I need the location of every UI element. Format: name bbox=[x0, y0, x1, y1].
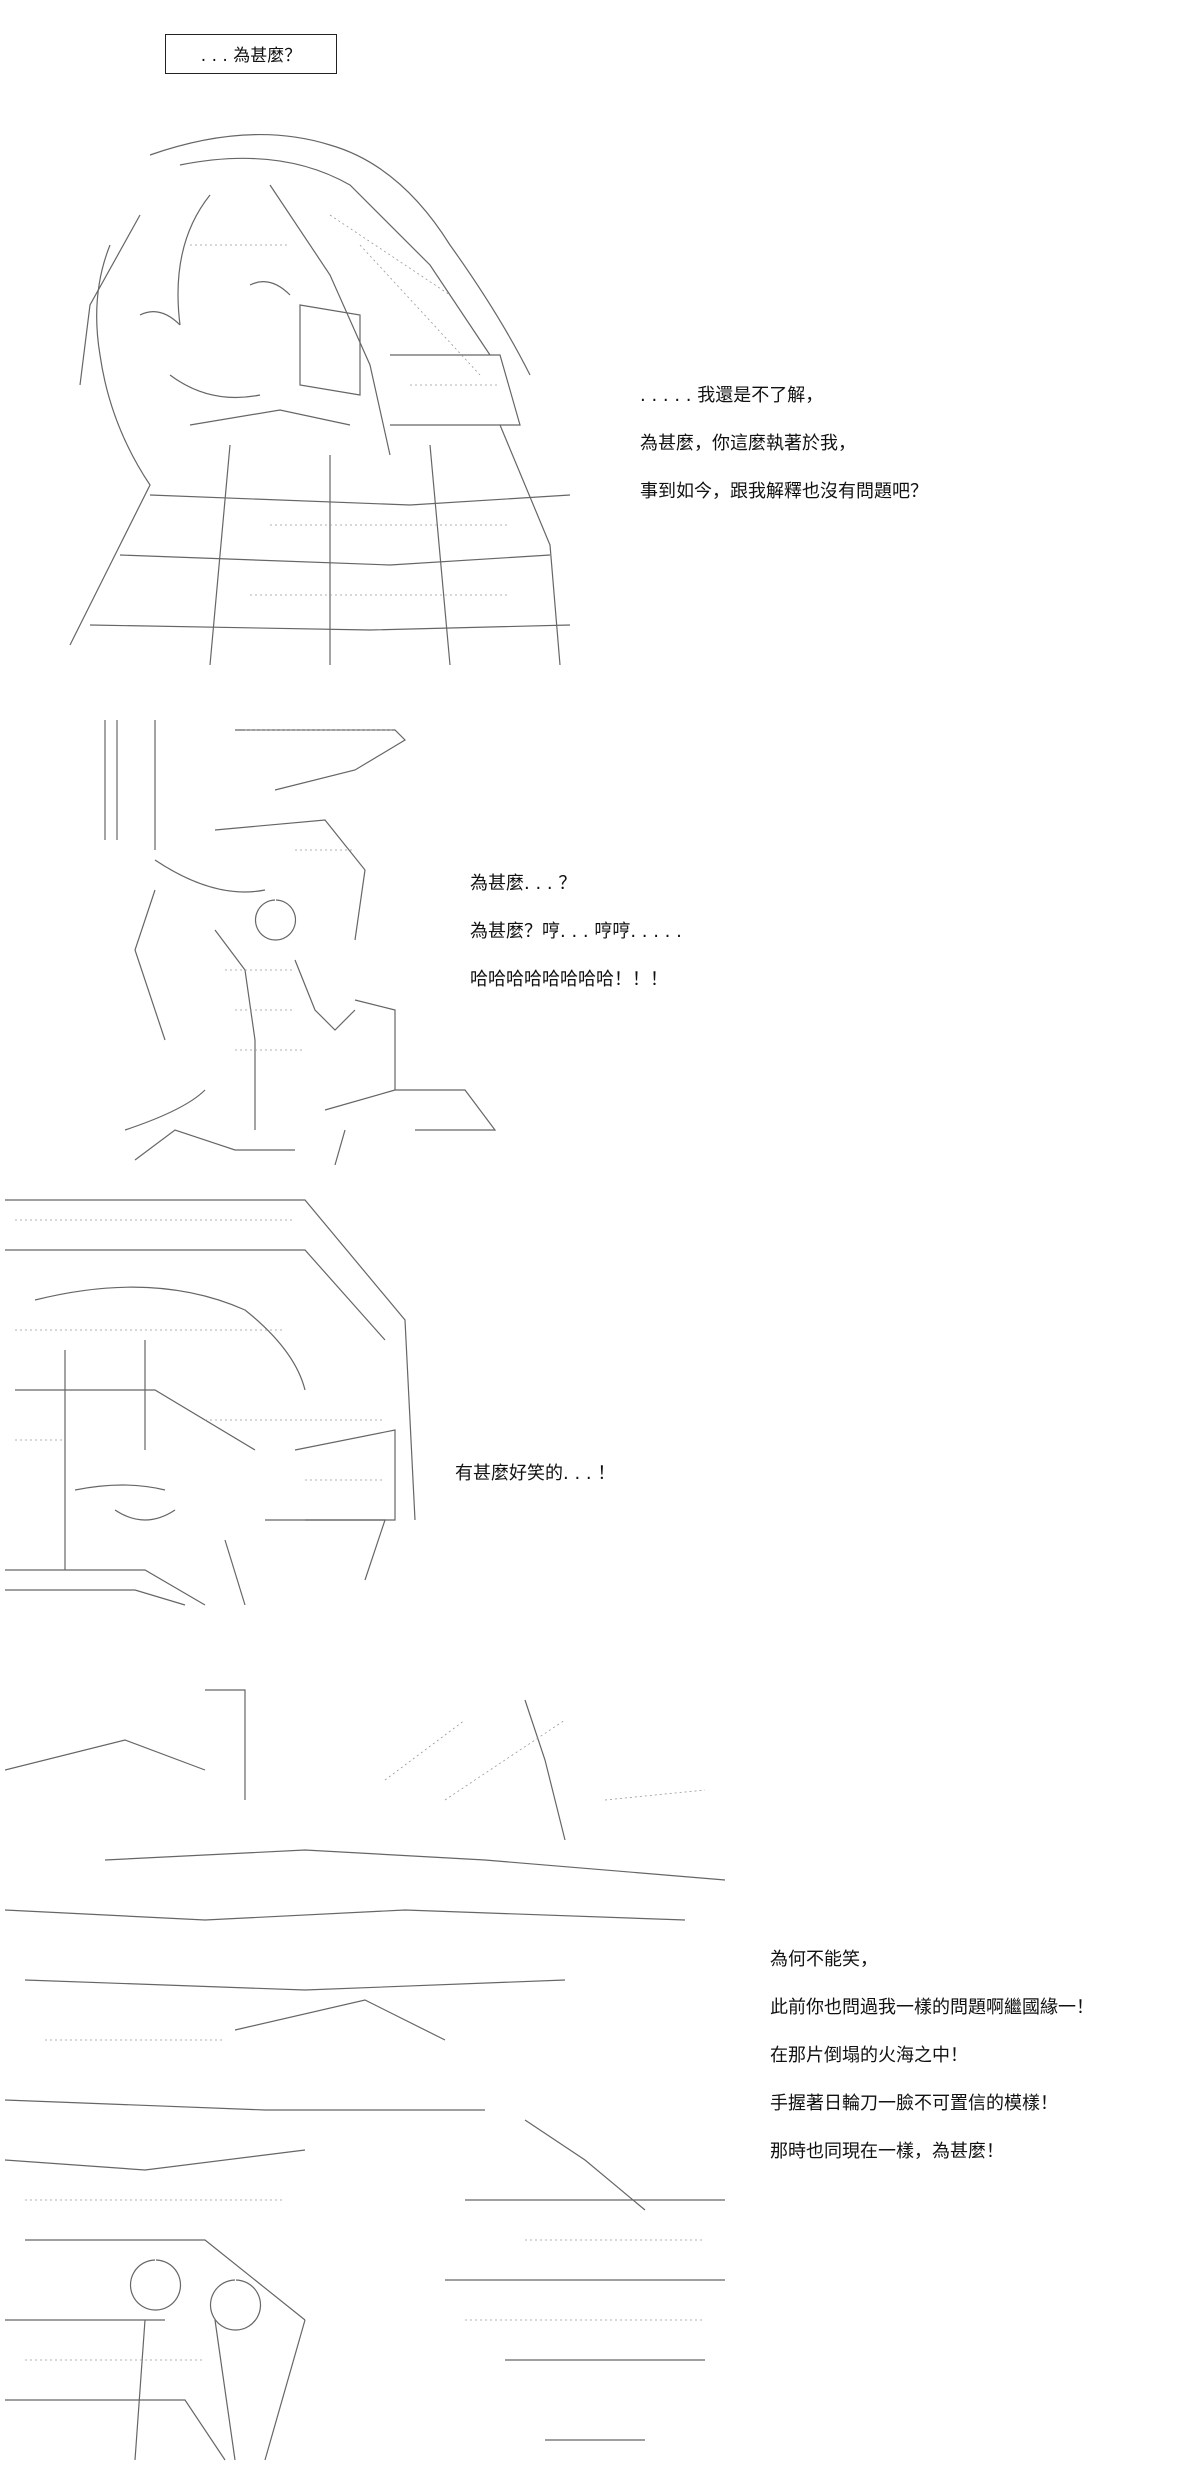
dialogue-line: 為甚麼，你這麼執著於我， bbox=[640, 433, 856, 454]
dialogue-line: 此前你也問過我一樣的問題啊繼國緣一！ bbox=[770, 1997, 1094, 2018]
dialogue-line: 手握著日輪刀一臉不可置信的模樣！ bbox=[770, 2093, 1058, 2114]
dialogue-line: 事到如今，跟我解釋也沒有問題吧？ bbox=[640, 481, 928, 502]
scene-1-dialogue: . . . . . 我還是不了解， 為甚麼，你這麼執著於我， 事到如今，跟我解釋… bbox=[640, 372, 928, 516]
scene-4-ascii-art bbox=[5, 1680, 765, 2465]
scene-1-ascii-art bbox=[30, 125, 590, 685]
scene-4-dialogue: 為何不能笑， 此前你也問過我一樣的問題啊繼國緣一！ 在那片倒塌的火海之中！ 手握… bbox=[770, 1936, 1094, 2176]
scene-2-ascii-art bbox=[95, 710, 515, 1170]
scene-3-dialogue: 有甚麼好笑的. . . ！ bbox=[455, 1450, 615, 1498]
scene-3-ascii-art bbox=[5, 1190, 425, 1610]
dialogue-line: 哈哈哈哈哈哈哈哈！！！ bbox=[470, 969, 668, 990]
scene-4-art-lines bbox=[5, 1689, 726, 2461]
scene-2-dialogue: 為甚麼. . . ？ 為甚麼？哼. . . 哼哼. . . . . 哈哈哈哈哈哈… bbox=[470, 860, 682, 1004]
scene-2-art-lines bbox=[104, 720, 497, 1166]
dialogue-line: 那時也同現在一樣，為甚麼！ bbox=[770, 2141, 1004, 2162]
dialogue-line: 為甚麼？哼. . . 哼哼. . . . . bbox=[470, 921, 682, 942]
page-title: . . . 為甚麼？ bbox=[200, 46, 302, 66]
dialogue-line: . . . . . 我還是不了解， bbox=[640, 385, 824, 406]
dialogue-line: 有甚麼好笑的. . . ！ bbox=[455, 1463, 616, 1484]
scene-1-art-lines bbox=[69, 133, 571, 666]
dialogue-line: 為何不能笑， bbox=[770, 1949, 878, 1970]
title-box: . . . 為甚麼？ bbox=[165, 34, 337, 74]
scene-3-art-lines bbox=[5, 1199, 416, 1606]
dialogue-line: 在那片倒塌的火海之中！ bbox=[770, 2045, 968, 2066]
dialogue-line: 為甚麼. . . ？ bbox=[470, 873, 577, 894]
